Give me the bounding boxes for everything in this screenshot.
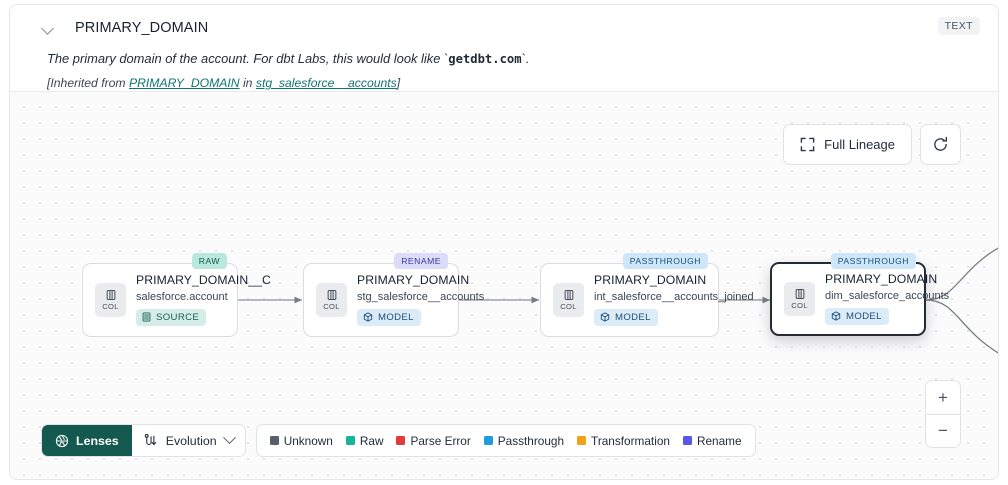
inherited-from-note: [Inherited from PRIMARY_DOMAIN in stg_sa… <box>47 76 980 90</box>
database-icon <box>142 312 151 322</box>
lenses-button[interactable]: Lenses <box>42 425 132 456</box>
page-title: PRIMARY_DOMAIN <box>75 20 209 36</box>
column-icon-label: COL <box>560 302 577 311</box>
legend-swatch-unknown <box>269 436 279 445</box>
column-icon: COL <box>95 283 126 317</box>
column-icon: COL <box>784 282 815 316</box>
evolution-label: Evolution <box>165 433 217 448</box>
node-column-name: PRIMARY_DOMAIN__C <box>136 272 271 287</box>
column-icon-label: COL <box>102 302 119 311</box>
lens-badge: RENAME <box>394 253 448 269</box>
node-type-badge: MODEL <box>594 308 658 326</box>
canvas-controls: Full Lineage <box>783 124 961 165</box>
legend-swatch-raw <box>345 436 355 445</box>
column-description: The primary domain of the account. For d… <box>47 50 980 67</box>
inherited-model-link[interactable]: stg_salesforce__accounts <box>255 76 397 91</box>
lens-badge: PASSTHROUGH <box>622 253 708 269</box>
column-header: PRIMARY_DOMAIN TEXT The primary domain o… <box>10 5 998 91</box>
lineage-legend: Unknown Raw Parse Error Passthrough Tran… <box>255 424 756 457</box>
cube-icon <box>363 312 373 322</box>
legend-swatch-parse-error <box>396 436 406 445</box>
legend-item: Raw <box>345 433 384 448</box>
node-column-name: PRIMARY_DOMAIN <box>825 271 938 286</box>
lineage-canvas[interactable]: Full Lineage + − RAW <box>10 92 998 479</box>
evolution-icon <box>143 433 158 448</box>
lens-toggle-group: Lenses Evolution <box>41 424 246 457</box>
full-lineage-button[interactable]: Full Lineage <box>783 124 912 165</box>
legend-item: Rename <box>682 433 742 448</box>
inherited-prefix: [Inherited from <box>47 76 129 91</box>
lineage-toolbar: Lenses Evolution <box>41 424 756 457</box>
legend-item: Parse Error <box>396 433 471 448</box>
node-type-badge: MODEL <box>825 307 889 325</box>
lenses-label: Lenses <box>76 433 119 448</box>
lineage-node[interactable]: PASSTHROUGH COL PRIMARY_DOMAIN int_sales… <box>540 253 754 337</box>
inherited-suffix: ] <box>396 76 401 91</box>
node-column-name: PRIMARY_DOMAIN <box>594 272 707 287</box>
node-type-label: MODEL <box>615 311 651 323</box>
column-icon-label: COL <box>323 302 340 311</box>
zoom-in-button[interactable]: + <box>926 381 960 414</box>
legend-item: Unknown <box>269 433 333 448</box>
node-type-label: MODEL <box>378 311 414 323</box>
description-code: getdbt.com <box>448 52 522 66</box>
refresh-button[interactable] <box>920 124 961 165</box>
zoom-out-button[interactable]: − <box>926 414 960 447</box>
node-table-name: stg_salesforce__accounts <box>357 290 485 303</box>
data-type-badge: TEXT <box>937 17 980 35</box>
full-lineage-label: Full Lineage <box>824 137 895 152</box>
node-table-name: int_salesforce__accounts_joined <box>594 290 754 303</box>
inherited-mid: in <box>239 76 256 91</box>
node-type-badge: MODEL <box>357 308 421 326</box>
legend-label: Unknown <box>283 433 333 448</box>
legend-label: Passthrough <box>497 433 565 448</box>
evolution-dropdown[interactable]: Evolution <box>132 425 245 456</box>
header-divider <box>10 91 998 92</box>
description-suffix: `. <box>521 51 530 66</box>
legend-item: Transformation <box>577 434 670 448</box>
zoom-controls: + − <box>925 380 961 448</box>
description-prefix: The primary domain of the account. For d… <box>47 51 449 66</box>
legend-item: Passthrough <box>483 433 565 448</box>
legend-label: Transformation <box>591 433 670 448</box>
node-table-name: salesforce.account <box>136 290 228 303</box>
chevron-down-icon[interactable] <box>41 21 55 35</box>
refresh-icon <box>932 136 949 153</box>
legend-label: Parse Error <box>410 433 471 448</box>
node-table-name: dim_salesforce_accounts <box>825 289 950 302</box>
column-lineage-card: PRIMARY_DOMAIN TEXT The primary domain o… <box>9 4 999 480</box>
lineage-node[interactable]: RENAME COL PRIMARY_DOMAIN stg_salesforce… <box>303 253 484 337</box>
legend-swatch-rename <box>682 436 692 445</box>
inherited-column-link[interactable]: PRIMARY_DOMAIN <box>128 76 240 91</box>
lens-badge: PASSTHROUGH <box>830 253 916 269</box>
cube-icon <box>831 311 841 321</box>
aperture-icon <box>55 434 69 448</box>
cube-icon <box>600 312 610 322</box>
lineage-node-selected[interactable]: PASSTHROUGH COL PRIMARY_DOMAIN dim_sales… <box>770 253 949 336</box>
lens-badge: RAW <box>191 253 227 269</box>
legend-swatch-passthrough <box>483 436 493 445</box>
expand-icon <box>800 137 815 152</box>
chevron-down-icon <box>222 431 236 445</box>
node-type-label: MODEL <box>846 310 882 322</box>
legend-label: Rename <box>696 433 742 448</box>
legend-label: Raw <box>359 433 384 448</box>
node-column-name: PRIMARY_DOMAIN <box>357 272 470 287</box>
column-icon: COL <box>316 283 347 317</box>
node-type-badge: SOURCE <box>136 308 207 326</box>
legend-swatch-transformation <box>577 436 587 445</box>
node-type-label: SOURCE <box>156 311 200 323</box>
column-icon-label: COL <box>791 301 808 310</box>
lineage-node[interactable]: RAW COL PRIMARY_DOMAIN__C salesforce.acc… <box>82 253 271 337</box>
column-icon: COL <box>553 283 584 317</box>
